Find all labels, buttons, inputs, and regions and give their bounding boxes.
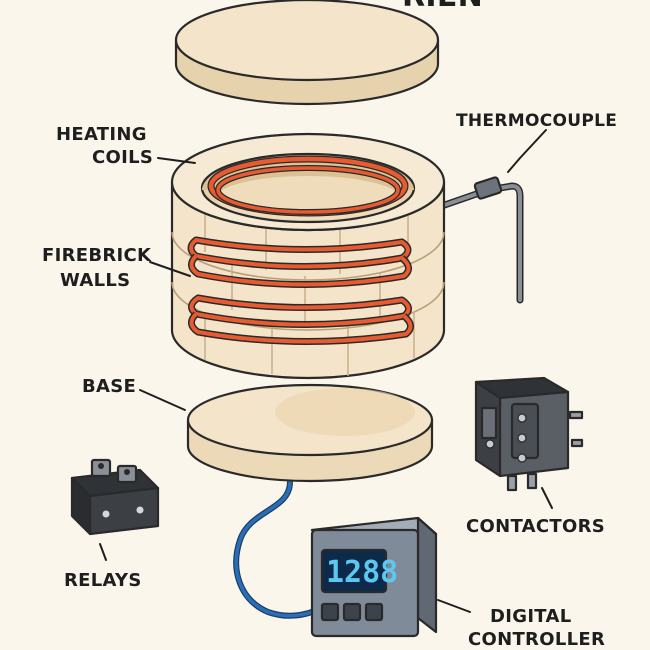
label-thermocouple: THERMOCOUPLE — [456, 111, 617, 131]
label-digital: DIGITAL — [490, 606, 572, 627]
title-fragment: RIEN — [402, 0, 483, 14]
controller-button-middle[interactable] — [342, 602, 362, 622]
controller-display — [320, 548, 388, 594]
wall-heating-coil-upper — [187, 236, 412, 289]
label-contactors: CONTACTORS — [466, 516, 605, 537]
label-firebrick-2: WALLS — [60, 270, 130, 291]
controller-button-right[interactable] — [364, 602, 384, 622]
kiln-base — [186, 383, 434, 483]
thermocouple — [432, 176, 524, 304]
kiln-lid — [174, 0, 440, 106]
controller-button-left[interactable] — [320, 602, 340, 622]
label-heating-coils-2: COILS — [92, 147, 153, 168]
wall-heating-coil-lower — [188, 294, 414, 346]
leader-lines — [99, 129, 553, 613]
label-controller: CONTROLLER — [468, 629, 605, 650]
kiln-body — [170, 132, 446, 380]
label-heating-coils-1: HEATING — [56, 124, 147, 145]
label-firebrick-1: FIREBRICK — [42, 245, 152, 266]
label-base: BASE — [82, 376, 136, 397]
digital-controller: 1288 — [310, 516, 438, 638]
label-relays: RELAYS — [64, 570, 142, 591]
contactor-block — [474, 376, 584, 492]
relay-block — [70, 458, 160, 536]
controller-display-digits: 1288 — [326, 555, 398, 590]
